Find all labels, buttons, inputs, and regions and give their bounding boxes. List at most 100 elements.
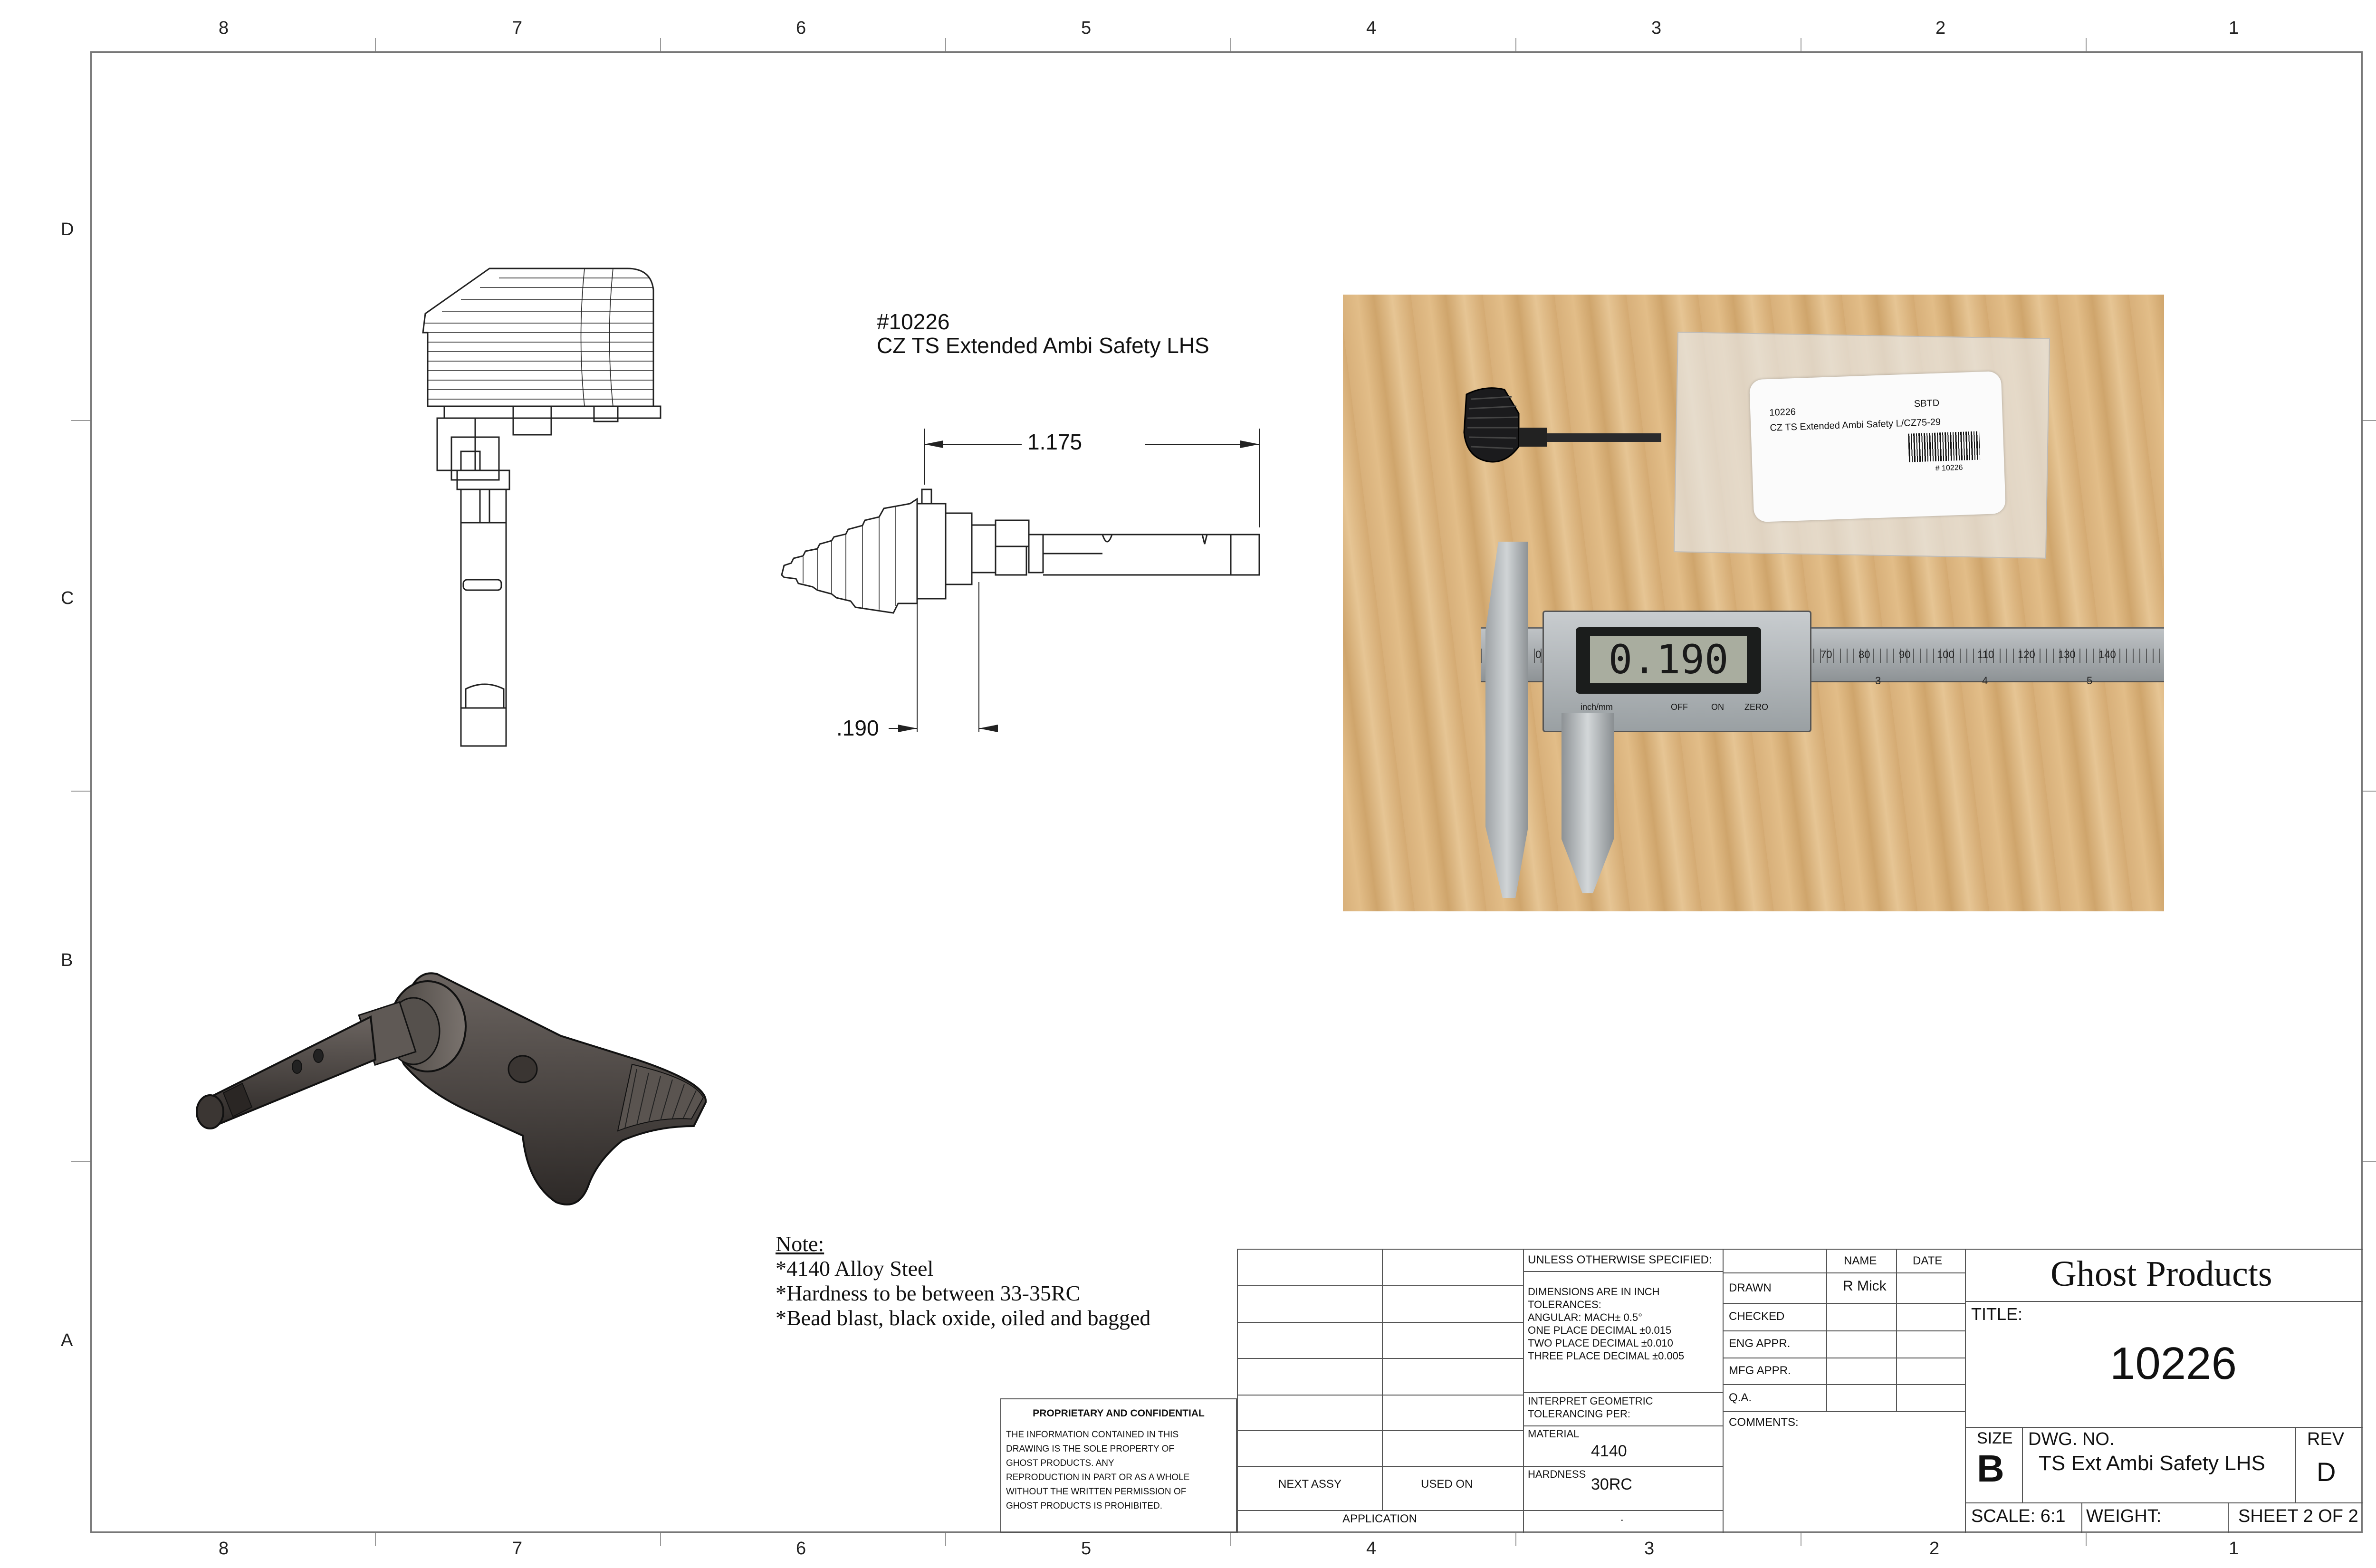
bag-label-barcode-text: # 10226 xyxy=(1935,463,1963,473)
caliper-button-zero: ZERO xyxy=(1744,702,1769,712)
tb-line xyxy=(1523,1249,1524,1533)
proprietary-line: REPRODUCTION IN PART OR AS A WHOLE xyxy=(1006,1472,1190,1482)
size-label: SIZE xyxy=(1977,1429,2013,1447)
next-assy-label: NEXT ASSY xyxy=(1278,1478,1341,1491)
finish-value: . xyxy=(1620,1511,1624,1524)
weight-label: WEIGHT: xyxy=(2086,1506,2162,1526)
caliper-fixed-jaw xyxy=(1485,542,1528,898)
zone-bottom-6: 6 xyxy=(796,1539,806,1558)
tb-line xyxy=(1237,1466,1523,1467)
bag-label-line2: CZ TS Extended Ambi Safety L/CZ75-29 xyxy=(1770,417,1941,433)
comments-label: COMMENTS: xyxy=(1729,1416,1799,1429)
part-name: CZ TS Extended Ambi Safety LHS xyxy=(877,333,1209,358)
caliper-moving-jaw xyxy=(1562,713,1614,893)
material-label: MATERIAL xyxy=(1528,1428,1580,1440)
caliper-button-off: OFF xyxy=(1671,702,1688,712)
zone-left-c: C xyxy=(61,588,74,608)
zone-top-7: 7 xyxy=(512,18,523,38)
title-label: TITLE: xyxy=(1971,1304,2023,1324)
tb-line xyxy=(2228,1502,2229,1533)
qa-label: Q.A. xyxy=(1729,1391,1752,1404)
caliper-button-on: ON xyxy=(1711,702,1724,712)
proprietary-line: GHOST PRODUCTS. ANY xyxy=(1006,1458,1114,1468)
tb-line xyxy=(1965,1427,2363,1428)
caliper-button-inch-mm: inch/mm xyxy=(1581,702,1613,712)
zone-top-2: 2 xyxy=(1935,18,1946,38)
dimension-length: 1.175 xyxy=(1027,430,1083,454)
tb-line xyxy=(2022,1427,2023,1502)
tb-line xyxy=(1237,1430,1523,1431)
tb-line xyxy=(1237,1285,1523,1286)
dims-line: THREE PLACE DECIMAL ±0.005 xyxy=(1528,1350,1685,1362)
caliper-display: 0.190 xyxy=(1576,627,1761,694)
dims-line: TOLERANCES: xyxy=(1528,1299,1601,1310)
zone-bottom-4: 4 xyxy=(1366,1539,1377,1558)
tb-line xyxy=(1965,1301,2363,1302)
tb-line xyxy=(1723,1384,1965,1385)
name-header: NAME xyxy=(1844,1254,1877,1267)
caliper-scale-70: 70 xyxy=(1820,649,1832,660)
hardness-value: 30RC xyxy=(1591,1475,1632,1493)
caliper-scale-110: 110 xyxy=(1977,649,1994,660)
zone-bottom-1: 1 xyxy=(2229,1539,2239,1558)
company-name: Ghost Products xyxy=(2050,1254,2272,1294)
dwg-no-label: DWG. NO. xyxy=(2028,1429,2115,1449)
proprietary-box: PROPRIETARY AND CONFIDENTIAL THE INFORMA… xyxy=(1000,1398,1237,1533)
zone-top-5: 5 xyxy=(1081,18,1092,38)
scale-value: SCALE: 6:1 xyxy=(1971,1506,2066,1526)
dims-line: ONE PLACE DECIMAL ±0.015 xyxy=(1528,1324,1672,1336)
tb-line xyxy=(1237,1322,1523,1323)
tb-line xyxy=(1896,1249,1897,1411)
zone-bottom-7: 7 xyxy=(512,1539,523,1558)
application-label: APPLICATION xyxy=(1342,1512,1417,1525)
caliper-reading: 0.190 xyxy=(1590,636,1747,683)
caliper-scale-100: 100 xyxy=(1937,649,1954,660)
dims-line: ANGULAR: MACH± 0.5° xyxy=(1528,1311,1642,1323)
proprietary-line: THE INFORMATION CONTAINED IN THIS xyxy=(1006,1430,1179,1440)
material-value: 4140 xyxy=(1591,1442,1627,1460)
zone-bottom-8: 8 xyxy=(219,1539,229,1558)
interpret-line: TOLERANCING PER: xyxy=(1528,1408,1630,1420)
zone-left-d: D xyxy=(61,220,74,239)
sheet-value: SHEET 2 OF 2 xyxy=(2238,1506,2358,1526)
bag-label-line1-left: 10226 xyxy=(1769,406,1796,418)
product-photo: 10226 SBTD CZ TS Extended Ambi Safety L/… xyxy=(1343,295,2164,911)
part-number: #10226 xyxy=(877,309,950,334)
dims-line: TWO PLACE DECIMAL ±0.010 xyxy=(1528,1337,1673,1349)
proprietary-title: PROPRIETARY AND CONFIDENTIAL xyxy=(1033,1408,1205,1419)
tb-line xyxy=(1237,1395,1523,1396)
zone-bottom-5: 5 xyxy=(1081,1539,1092,1558)
title-block xyxy=(1237,1249,2363,1533)
zone-top-6: 6 xyxy=(796,18,806,38)
tb-line xyxy=(1523,1392,1723,1393)
zone-top-3: 3 xyxy=(1651,18,1662,38)
bag-label-line1-right: SBTD xyxy=(1914,398,1940,410)
rev-label: REV xyxy=(2307,1429,2345,1449)
zone-bottom-2: 2 xyxy=(1929,1539,1940,1558)
drawn-name: R Mick xyxy=(1843,1278,1887,1294)
tb-line xyxy=(1523,1425,1723,1426)
rev-value: D xyxy=(2317,1457,2336,1487)
notes-block: Note: *4140 Alloy Steel *Hardness to be … xyxy=(776,1232,1150,1330)
photo-bag-label: 10226 SBTD CZ TS Extended Ambi Safety L/… xyxy=(1749,371,2006,523)
caliper-scale-120: 120 xyxy=(2018,649,2035,660)
proprietary-line: WITHOUT THE WRITTEN PERMISSION OF xyxy=(1006,1487,1187,1497)
caliper-scale-140: 140 xyxy=(2098,649,2116,660)
proprietary-line: GHOST PRODUCTS IS PROHIBITED. xyxy=(1006,1501,1163,1511)
unless-specified-label: UNLESS OTHERWISE SPECIFIED: xyxy=(1528,1253,1712,1266)
caliper-scale-130: 130 xyxy=(2058,649,2076,660)
dimensions-note: DIMENSIONS ARE IN INCH TOLERANCES: ANGUL… xyxy=(1528,1285,1684,1362)
drawn-label: DRAWN xyxy=(1729,1281,1772,1294)
eng-appr-label: ENG APPR. xyxy=(1729,1337,1791,1350)
tb-line xyxy=(1723,1411,1965,1412)
tb-line xyxy=(1237,1358,1523,1359)
proprietary-text: THE INFORMATION CONTAINED IN THIS DRAWIN… xyxy=(1006,1428,1189,1513)
tb-line xyxy=(1723,1330,1965,1331)
note-line-3: *Bead blast, black oxide, oiled and bagg… xyxy=(776,1306,1151,1330)
tb-line xyxy=(1723,1272,1965,1273)
caliper-scale-90: 90 xyxy=(1899,649,1911,660)
isometric-view xyxy=(196,972,707,1205)
note-line-2: *Hardness to be between 33-35RC xyxy=(776,1281,1081,1305)
tb-line xyxy=(1723,1249,1724,1533)
